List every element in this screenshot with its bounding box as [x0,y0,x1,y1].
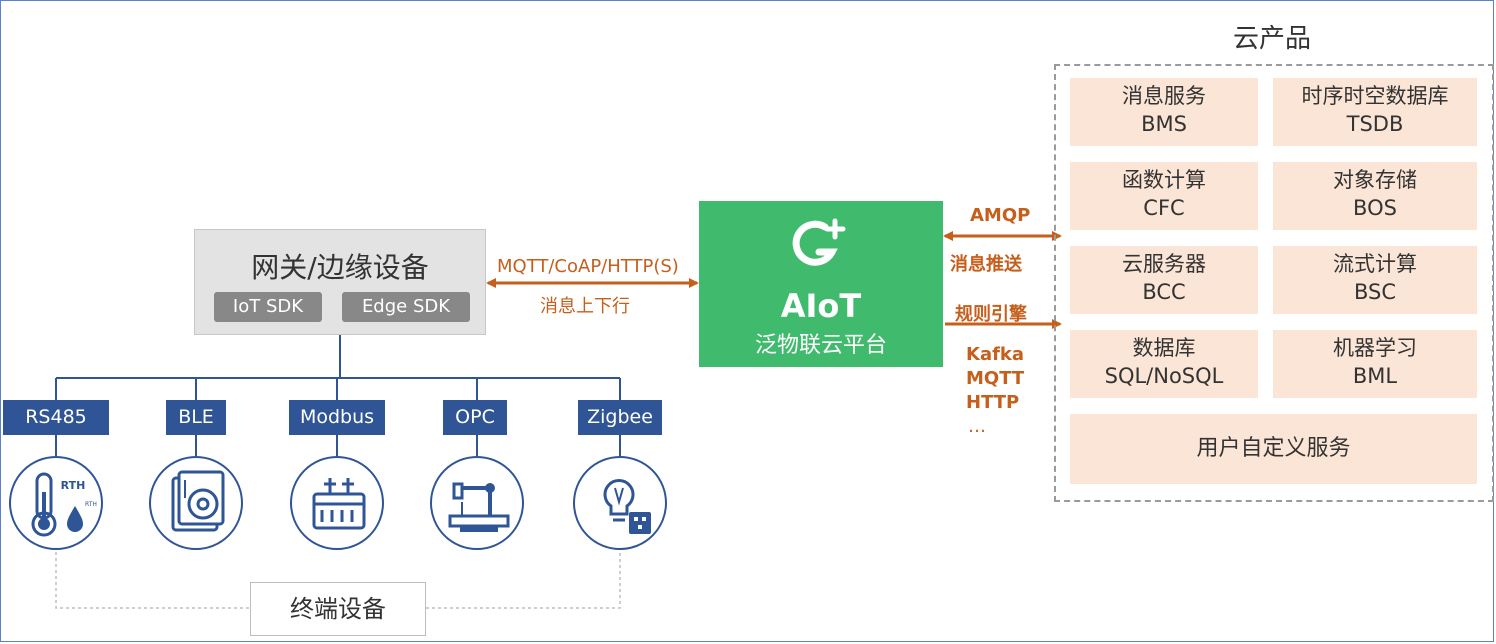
device-zigbee [573,456,667,550]
rth-small-text: RTH [85,501,97,508]
label-push: 消息推送 [950,254,1022,275]
thermometer-icon: RTH RTH [31,472,97,537]
label-amqp: AMQP [970,205,1031,226]
terminal-bracket [55,552,621,609]
aiot-platform-box: AIoT 泛物联云平台 [699,201,943,367]
label-rule-engine: 规则引擎 [955,304,1027,325]
edge-sdk-badge: Edge SDK [342,292,470,322]
device-opc [430,456,524,550]
device-ble [149,456,243,550]
output-http: HTTP [966,392,1020,413]
gateway-title: 网关/边缘设备 [251,251,429,284]
device-sensor: RTH RTH [9,456,103,550]
platform-subtitle: 泛物联云平台 [754,333,887,358]
protocol-modbus: Modbus [289,400,385,435]
robot-arm-icon [448,482,510,532]
device-drive-icon [171,470,225,532]
protocol-ble: BLE [166,400,226,435]
protocol-opc: OPC [443,400,507,435]
product-custom-service: 用户自定义服务 [1070,414,1477,484]
gateway-box: 网关/边缘设备 IoT SDK Edge SDK [194,229,486,335]
smart-bulb-icon [603,479,651,534]
output-ellipsis: … [968,416,986,437]
left-link-protocols: MQTT/CoAP/HTTP(S) [497,256,679,277]
platform-title: AIoT [780,287,862,325]
rth-text: RTH [61,479,86,492]
output-kafka: Kafka [966,344,1025,365]
device-modbus [290,456,384,550]
iot-sdk-badge: IoT SDK [214,292,322,322]
platform-logo-icon [792,218,846,266]
terminal-devices-label: 终端设备 [250,582,426,636]
cloud-title: 云产品 [1232,24,1311,54]
output-mqtt: MQTT [966,368,1025,389]
left-link-desc: 消息上下行 [540,296,630,317]
protocol-rs485: RS485 [3,400,109,435]
cloud-products-box [1054,64,1494,502]
protocol-zigbee: Zigbee [578,400,662,435]
power-module-icon [312,478,366,530]
